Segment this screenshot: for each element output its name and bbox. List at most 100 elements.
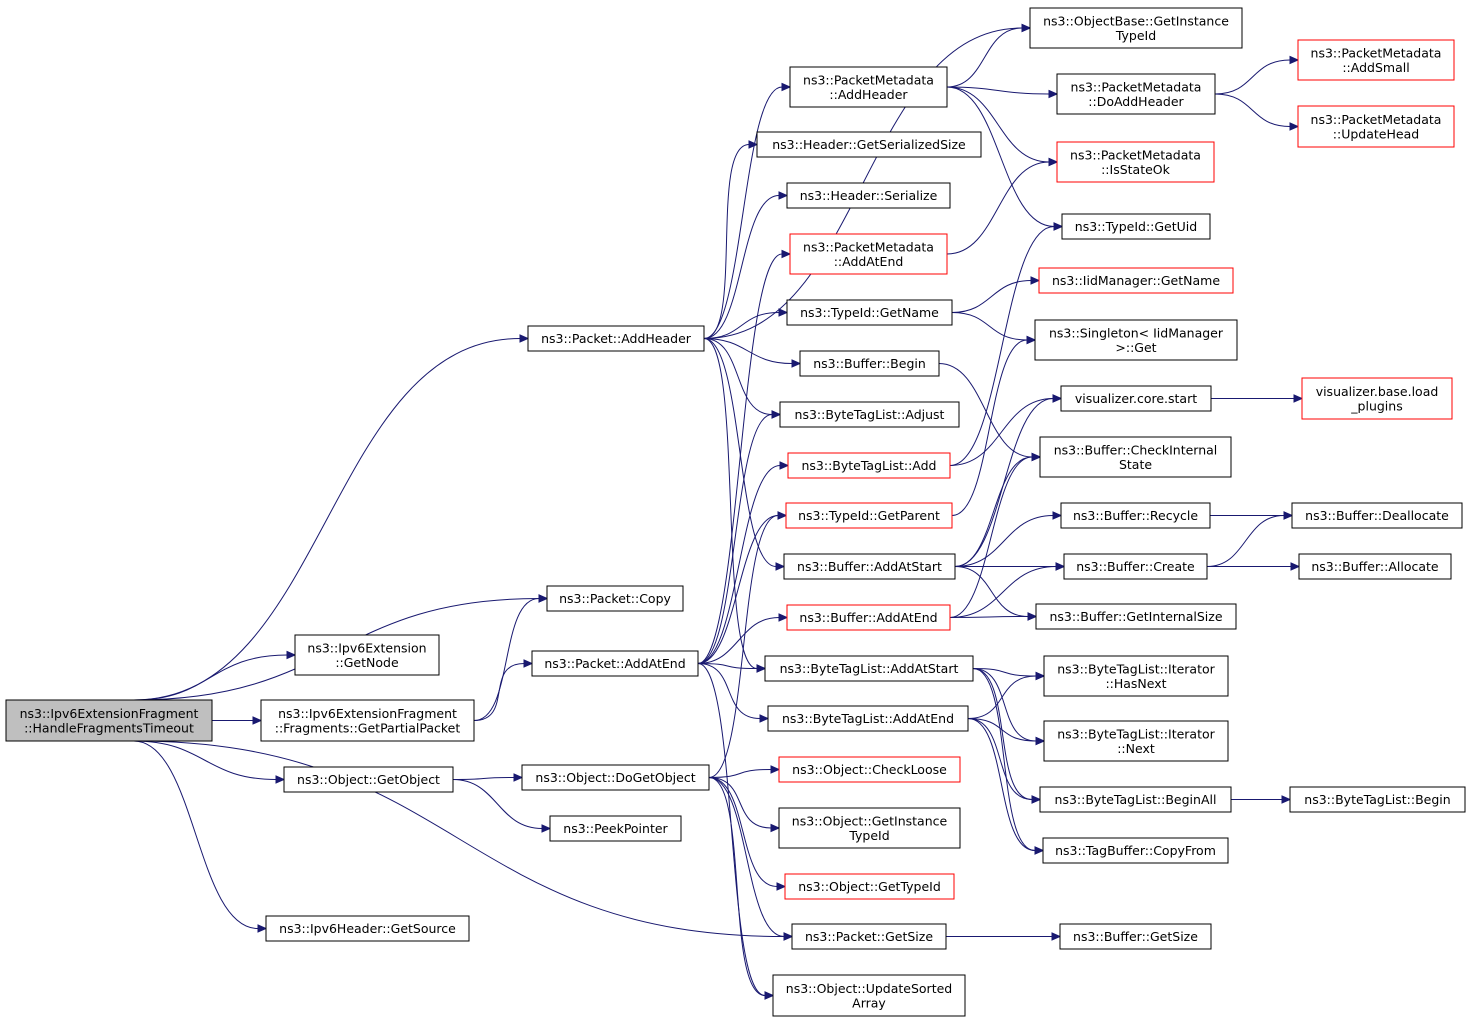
- node-obj-gettypeid[interactable]: ns3::Object::GetTypeId: [784, 873, 955, 900]
- edge-buf-addatstart-to-buf-checkinternal: [954, 456, 1033, 567]
- node-label: ns3::Packet::AddHeader: [541, 331, 692, 346]
- node-label: ::IsStateOk: [1101, 162, 1171, 177]
- node-tagbuf-copyfrom[interactable]: ns3::TagBuffer::CopyFrom: [1042, 837, 1229, 864]
- node-box: [1059, 923, 1212, 950]
- node-label: ns3::Object::GetInstance: [792, 813, 948, 828]
- node-viz-start[interactable]: visualizer.core.start: [1060, 385, 1212, 412]
- node-buf-begin[interactable]: ns3::Buffer::Begin: [799, 350, 940, 377]
- node-singleton-get[interactable]: ns3::Singleton< IidManager>::Get: [1034, 319, 1238, 361]
- node-tid-getuid[interactable]: ns3::TypeId::GetUid: [1061, 213, 1211, 240]
- node-label: ::Next: [1117, 741, 1155, 756]
- node-ipv6hdr-getsource[interactable]: ns3::Ipv6Header::GetSource: [265, 915, 470, 942]
- arrowhead: [1052, 394, 1063, 403]
- node-label: ::AddAtEnd: [834, 254, 904, 269]
- node-hdr-serialize[interactable]: ns3::Header::Serialize: [786, 182, 951, 209]
- arrowhead: [1052, 511, 1063, 520]
- node-tid-getname[interactable]: ns3::TypeId::GetName: [786, 299, 953, 326]
- node-btl-addatstart[interactable]: ns3::ByteTagList::AddAtStart: [764, 655, 974, 682]
- node-pkt-copy[interactable]: ns3::Packet::Copy: [546, 585, 684, 612]
- node-label: ns3::PacketMetadata: [1071, 79, 1202, 94]
- node-buf-addatend[interactable]: ns3::Buffer::AddAtEnd: [786, 604, 951, 631]
- edge-btl-addatend-to-btl-iter-hasnext: [967, 675, 1037, 719]
- edge-root-to-ipv6hdr-getsource: [133, 740, 259, 929]
- node-box: [1043, 720, 1229, 762]
- node-btl-add[interactable]: ns3::ByteTagList::Add: [787, 452, 951, 479]
- node-box: [786, 604, 951, 631]
- node-btl-adjust[interactable]: ns3::ByteTagList::Adjust: [779, 401, 960, 428]
- arrowhead: [1034, 846, 1045, 855]
- node-btl-beginall[interactable]: ns3::ByteTagList::BeginAll: [1039, 786, 1232, 813]
- node-pm-addatend[interactable]: ns3::PacketMetadata::AddAtEnd: [789, 233, 948, 275]
- node-root[interactable]: ns3::Ipv6ExtensionFragment::HandleFragme…: [5, 699, 213, 742]
- edge-btl-addatend-to-btl-iter-next: [967, 718, 1037, 742]
- node-box: [294, 634, 440, 676]
- node-label: ns3::Header::GetSerializedSize: [772, 137, 966, 152]
- node-iidm-getname[interactable]: ns3::IidManager::GetName: [1038, 267, 1234, 294]
- node-box: [521, 764, 710, 791]
- node-buf-allocate[interactable]: ns3::Buffer::Allocate: [1298, 553, 1452, 580]
- arrowhead: [286, 650, 297, 660]
- node-pkt-addheader[interactable]: ns3::Packet::AddHeader: [527, 325, 705, 352]
- arrowhead: [759, 714, 770, 723]
- node-box: [789, 66, 948, 108]
- node-obj-getobject[interactable]: ns3::Object::GetObject: [283, 766, 454, 793]
- node-btl-addatend[interactable]: ns3::ByteTagList::AddAtEnd: [767, 705, 969, 732]
- edge-buf-addatstart-to-viz-start: [954, 398, 1054, 567]
- node-viz-loadplugins[interactable]: visualizer.base.load_plugins: [1301, 377, 1453, 420]
- node-hdr-getser[interactable]: ns3::Header::GetSerializedSize: [756, 131, 982, 158]
- node-label: ns3::Ipv6Header::GetSource: [279, 921, 456, 936]
- node-pm-updatehead[interactable]: ns3::PacketMetadata::UpdateHead: [1297, 105, 1455, 148]
- arrowhead: [771, 410, 782, 419]
- node-label: ::HandleFragmentsTimeout: [24, 720, 194, 735]
- node-label: ns3::ByteTagList::AddAtStart: [780, 661, 959, 676]
- node-box: [260, 699, 475, 742]
- node-label: ns3::Buffer::GetSize: [1073, 929, 1198, 944]
- node-box: [1039, 436, 1232, 478]
- node-tid-getparent[interactable]: ns3::TypeId::GetParent: [785, 502, 953, 529]
- arrowhead: [770, 823, 781, 833]
- node-getpartial[interactable]: ns3::Ipv6ExtensionFragment::Fragments::G…: [260, 699, 475, 742]
- arrowhead: [257, 924, 268, 933]
- node-obj-checkloose[interactable]: ns3::Object::CheckLoose: [778, 756, 961, 783]
- edge-pm-addheader-to-tid-getuid: [946, 86, 1055, 227]
- node-obj-dogetobject[interactable]: ns3::Object::DoGetObject: [521, 764, 710, 791]
- node-btl-begin[interactable]: ns3::ByteTagList::Begin: [1289, 786, 1466, 813]
- node-ipv6ext-getnode[interactable]: ns3::Ipv6Extension::GetNode: [294, 634, 440, 676]
- node-peekpointer[interactable]: ns3::PeekPointer: [549, 815, 682, 842]
- node-buf-getinternalsize[interactable]: ns3::Buffer::GetInternalSize: [1035, 603, 1237, 630]
- node-buf-create[interactable]: ns3::Buffer::Create: [1063, 553, 1208, 580]
- node-box: [1056, 73, 1216, 115]
- node-label: ns3::Object::GetObject: [297, 772, 440, 787]
- arrowhead: [1048, 89, 1059, 99]
- edge-pkt-addatend-to-pm-addatend: [697, 253, 783, 664]
- edge-root-to-obj-getobject: [133, 740, 277, 780]
- arrowhead: [1026, 335, 1037, 345]
- edge-pkt-addheader-to-btl-addatstart: [703, 338, 758, 669]
- node-pm-addsmall[interactable]: ns3::PacketMetadata::AddSmall: [1297, 39, 1455, 81]
- node-box: [1042, 837, 1229, 864]
- node-buf-recycle[interactable]: ns3::Buffer::Recycle: [1060, 502, 1211, 529]
- node-buf-getsize[interactable]: ns3::Buffer::GetSize: [1059, 923, 1212, 950]
- node-buf-addatstart[interactable]: ns3::Buffer::AddAtStart: [783, 553, 956, 580]
- node-btl-iter-next[interactable]: ns3::ByteTagList::Iterator::Next: [1043, 720, 1229, 762]
- node-btl-iter-hasnext[interactable]: ns3::ByteTagList::Iterator::HasNext: [1043, 655, 1229, 697]
- node-pkt-addatend[interactable]: ns3::Packet::AddAtEnd: [531, 650, 699, 677]
- node-pm-addheader[interactable]: ns3::PacketMetadata::AddHeader: [789, 66, 948, 108]
- node-label: visualizer.base.load: [1316, 384, 1439, 399]
- node-buf-deallocate[interactable]: ns3::Buffer::Deallocate: [1291, 502, 1463, 529]
- edge-btl-addatend-to-btl-beginall: [967, 718, 1033, 800]
- node-label: ns3::Object::GetTypeId: [798, 879, 941, 894]
- arrowhead: [1027, 612, 1038, 621]
- edge-pm-addheader-to-pm-doaddheader: [946, 86, 1050, 95]
- arrowhead: [781, 249, 792, 259]
- node-pm-isstateok[interactable]: ns3::PacketMetadata::IsStateOk: [1056, 141, 1215, 183]
- node-pkt-getsize[interactable]: ns3::Packet::GetSize: [791, 923, 947, 950]
- node-pm-doaddheader[interactable]: ns3::PacketMetadata::DoAddHeader: [1056, 73, 1216, 115]
- node-box: [778, 807, 961, 849]
- call-nodes: ns3::Ipv6ExtensionFragment::HandleFragme…: [5, 7, 1466, 1017]
- edge-obj-getobject-to-peekpointer: [452, 779, 543, 829]
